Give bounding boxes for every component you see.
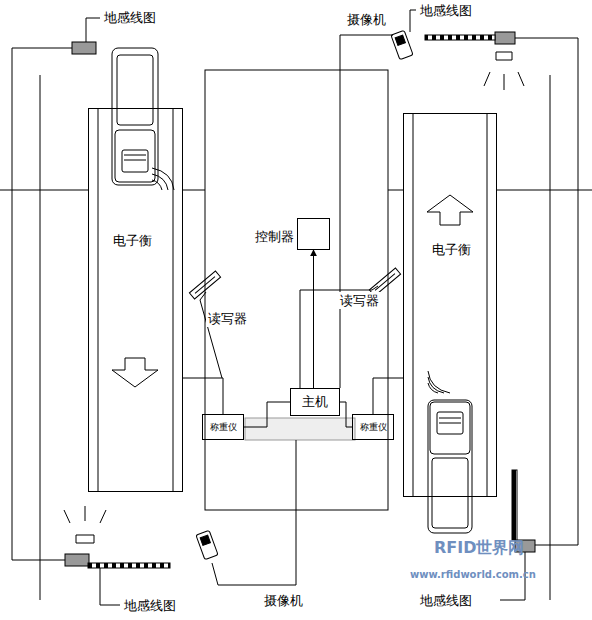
- part-label: 读写器: [338, 292, 381, 309]
- wire-connector: [313, 250, 314, 388]
- wire-connector: [373, 378, 403, 414]
- wire-connector: [183, 378, 223, 414]
- node-label: 称重仪: [360, 421, 387, 433]
- watermark: www.rfidworld.com.cn: [408, 568, 538, 582]
- wire-connector: [244, 402, 290, 427]
- part-label: 地感线图: [102, 9, 158, 26]
- device-box: 控制器: [297, 218, 330, 250]
- part-label: 读写器: [206, 310, 249, 327]
- node-label: 电子衡: [432, 242, 496, 258]
- node-label: 主机: [302, 394, 328, 410]
- node-label: 控制器: [255, 229, 286, 245]
- part-label: 摄像机: [345, 11, 388, 28]
- wire-connector: [340, 402, 352, 427]
- weighbridge-platform: 电子衡: [403, 113, 497, 497]
- device-box: 主机: [290, 388, 340, 416]
- node-label: 电子衡: [113, 233, 182, 249]
- part-label: 地感线图: [122, 597, 178, 614]
- weighbridge-platform: 电子衡: [88, 108, 183, 492]
- part-label: 地感线图: [418, 592, 474, 609]
- watermark: RFID世界网: [432, 538, 526, 558]
- device-box: 称重仪: [352, 414, 394, 440]
- device-box: 称重仪: [202, 414, 244, 440]
- node-label: 称重仪: [210, 421, 237, 433]
- part-label: 地感线图: [418, 2, 474, 19]
- part-label: 摄像机: [262, 592, 305, 609]
